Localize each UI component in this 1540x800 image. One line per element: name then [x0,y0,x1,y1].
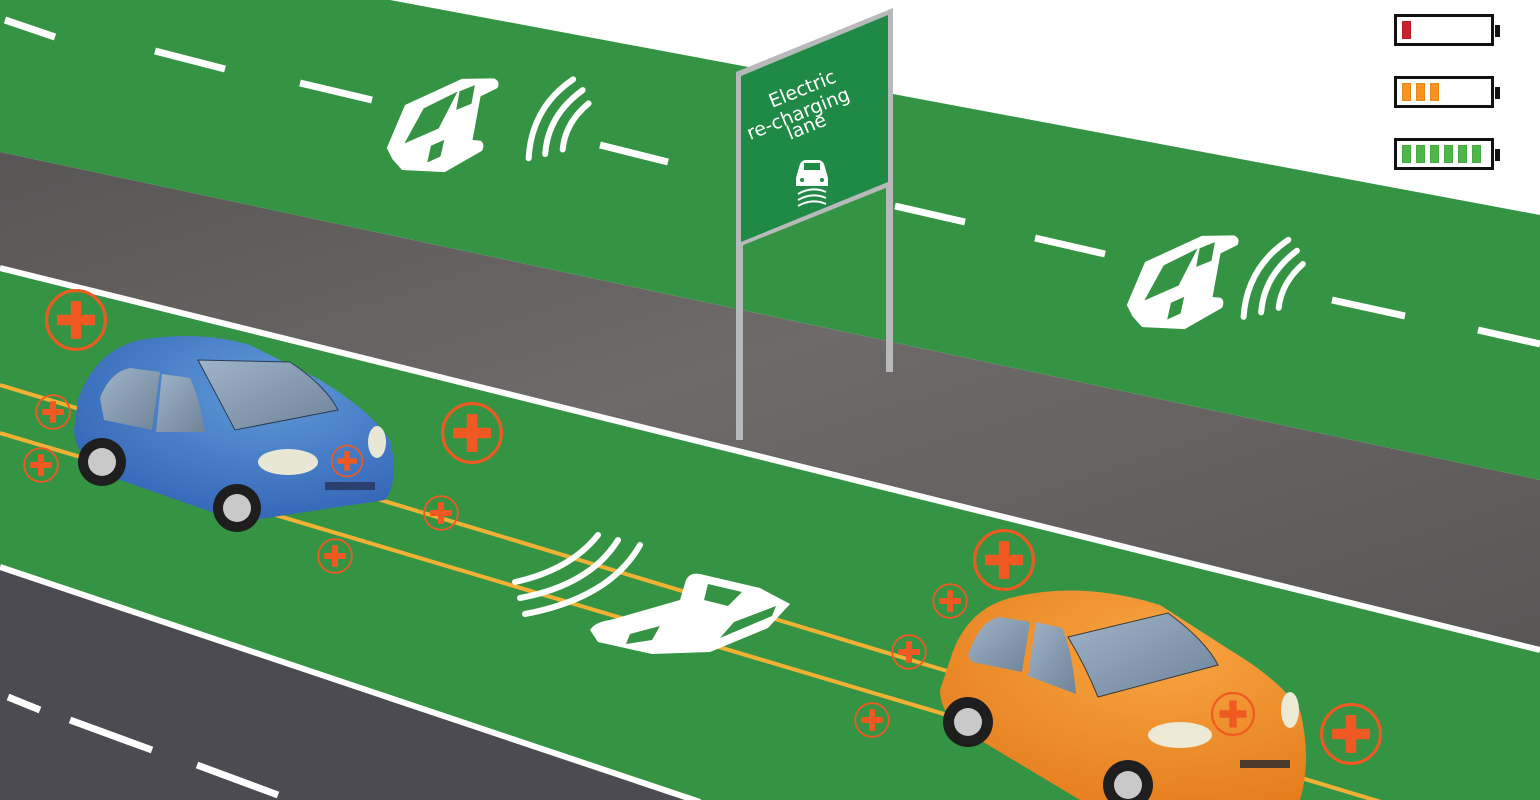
battery-cell [1472,145,1481,163]
sign-post-right [886,180,893,372]
battery-medium-icon [1394,76,1500,108]
battery-cell [1458,145,1467,163]
battery-cell [1402,21,1411,39]
wireless-charging-car-icon [378,73,592,180]
bottom-road-dashes [6,693,280,799]
upper-road [0,152,1540,650]
battery-level-legend [1394,14,1502,200]
battery-cell [1430,145,1439,163]
sign-post-left [736,240,743,440]
wireless-charging-car-icon [1118,230,1306,337]
battery-cell [1444,145,1453,163]
battery-cell [1402,83,1411,101]
car-wireless-charging-icon [796,160,828,207]
battery-cell [1416,83,1425,101]
battery-full-icon [1394,138,1500,170]
orange-hatchback [940,590,1306,800]
recharging-lane-sign: Electric re-charging lane [736,8,893,248]
wireless-charging-car-icon [512,532,790,654]
blue-hatchback [74,336,394,532]
battery-cell [1430,83,1439,101]
battery-cell [1416,145,1425,163]
battery-cell [1402,145,1411,163]
battery-low-icon [1394,14,1500,46]
upper-green-lane [0,0,1540,480]
top-lane-dashes [3,16,1540,348]
